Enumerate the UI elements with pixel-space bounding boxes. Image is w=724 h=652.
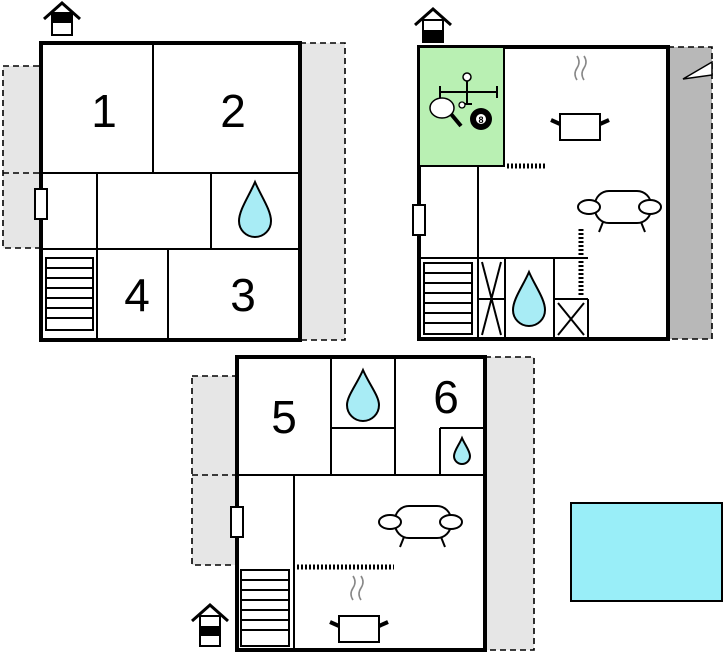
water-drop-icon [452, 435, 472, 465]
terrace-right-c [484, 356, 535, 651]
house-entrance-icon [43, 0, 81, 36]
terrace-right-b [667, 46, 713, 340]
door-icon [230, 506, 244, 538]
room-label-4: 4 [124, 269, 150, 321]
floor-plan-b: 8 [412, 6, 713, 341]
water-drop-icon [345, 367, 381, 422]
building-outline-b [417, 45, 670, 341]
room-label-1: 1 [91, 85, 117, 137]
room-label-3: 3 [230, 269, 256, 321]
window-icon [682, 60, 713, 80]
cooking-pot-icon [550, 55, 610, 141]
swimming-pool [570, 502, 723, 602]
terrace-right-a [299, 42, 346, 341]
table-tennis-icon [429, 97, 466, 128]
stairs-icon [423, 262, 473, 335]
room-label-5: 5 [271, 391, 297, 443]
billiard-ball-icon: 8 [470, 108, 492, 130]
room-label-2: 2 [220, 85, 246, 137]
room-label-6: 6 [433, 371, 459, 423]
stairs-icon [240, 569, 290, 647]
floor-plan-a: 1 2 3 4 [2, 0, 346, 342]
table-football-icon [439, 72, 498, 105]
cooking-pot-icon [329, 575, 389, 643]
house-entrance-icon [191, 602, 229, 647]
water-drop-icon [511, 269, 547, 327]
games-icon: 8 [429, 72, 498, 130]
floor-plan-c: 5 6 [191, 355, 535, 652]
stairs-icon [45, 257, 94, 331]
door-icon [34, 188, 48, 220]
sofa-icon [378, 505, 463, 548]
terrace-left-a [2, 65, 42, 249]
door-icon [412, 204, 426, 236]
sofa-icon [577, 190, 662, 233]
building-outline-c [235, 355, 487, 652]
terrace-left-c [191, 375, 238, 566]
svg-text:8: 8 [478, 115, 483, 125]
water-drop-icon [237, 179, 273, 238]
house-entrance-icon [414, 6, 452, 43]
